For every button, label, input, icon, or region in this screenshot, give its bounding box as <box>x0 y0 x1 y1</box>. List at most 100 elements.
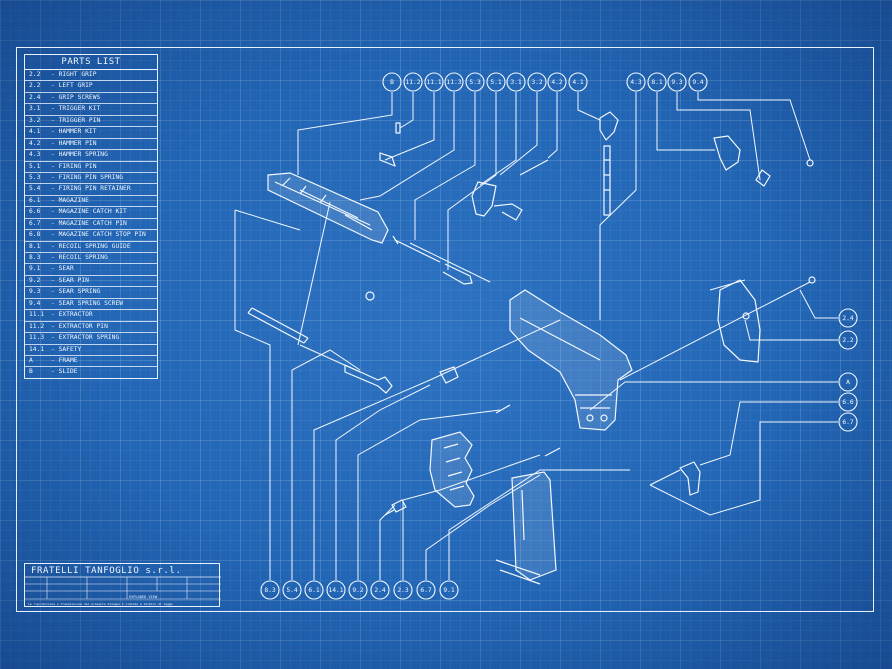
leader-line <box>697 92 811 161</box>
callout-circle <box>465 72 485 92</box>
callout-label: 3.2 <box>531 79 543 86</box>
callout-label: 2.4 <box>842 315 854 322</box>
callout-circle <box>424 72 444 92</box>
leader-line <box>359 92 455 201</box>
callout-bubble: 6.7 <box>838 412 858 432</box>
axis-line <box>709 279 746 291</box>
right-grip-part <box>717 279 761 363</box>
callout-bubble: 8.3 <box>260 580 280 600</box>
pins-parts <box>495 276 816 457</box>
leader-line <box>649 421 838 516</box>
part-code: 4.1 <box>29 128 41 136</box>
part-name: - EXTRACTOR PIN <box>51 322 108 330</box>
callout-label: 4.2 <box>551 79 563 86</box>
parts-list-row: 11.2 - EXTRACTOR PIN <box>25 322 157 334</box>
part-name: - GRIP SCREWS <box>51 93 101 101</box>
parts-list-title: PARTS LIST <box>25 55 157 70</box>
axis-line <box>409 242 491 283</box>
safety-part <box>365 291 459 384</box>
part-code: B <box>29 368 33 376</box>
part-code: 11.2 <box>29 322 45 330</box>
parts-list-row: 9.2- SEAR PIN <box>25 276 157 288</box>
parts-list-row: A- FRAME <box>25 356 157 368</box>
part-code: 11.1 <box>29 311 45 319</box>
part-name: - FIRING PIN SPRING <box>51 173 124 181</box>
part-name: - MAGAZINE CATCH STOP PIN <box>51 231 146 239</box>
leader-line <box>589 381 838 411</box>
leader-line <box>599 92 637 320</box>
leader-line <box>699 401 838 466</box>
parts-list-row: 6.8 - MAGAZINE CATCH STOP PIN <box>25 230 157 242</box>
part-name: - FIRING PIN <box>51 162 97 170</box>
part-code: A <box>29 356 33 364</box>
part-code: 2.2 <box>29 82 41 90</box>
callout-label: 8.1 <box>651 79 663 86</box>
parts-list-row: 2.4- GRIP SCREWS <box>25 93 157 105</box>
callout-bubble: 9.4 <box>688 72 708 92</box>
callout-bubble: 2.4 <box>838 308 858 328</box>
callout-bubble: 11.2 <box>403 72 423 92</box>
trigger-part <box>471 159 549 221</box>
callout-bubble: 6.6 <box>838 392 858 412</box>
leader-line <box>313 319 561 580</box>
part-code: 5.1 <box>29 162 41 170</box>
copyright-note: La riproduzione e trasmissione del prese… <box>28 602 173 606</box>
part-name: - MAGAZINE <box>51 196 89 204</box>
callout-label: B <box>390 79 394 86</box>
parts-list-row: 5.4- FIRING PIN RETAINER <box>25 184 157 196</box>
leader-line <box>384 92 435 161</box>
parts-list-row: 9.4 - SEAR SPRING SCREW <box>25 299 157 311</box>
callout-bubble: 5.1 <box>486 72 506 92</box>
callout-label: 3.1 <box>510 79 522 86</box>
leader-line <box>357 409 501 580</box>
gun-parts <box>247 111 816 585</box>
parts-list-row: 8.3- RECOIL SPRING <box>25 253 157 265</box>
parts-list-row: 9.1- SEAR <box>25 264 157 276</box>
leader-line <box>656 92 715 151</box>
callout-circle <box>393 580 413 600</box>
callout-label: 4.1 <box>572 79 584 86</box>
title-block-grid <box>25 576 221 600</box>
firing-pin-part <box>392 235 473 285</box>
leader-line <box>399 92 414 129</box>
part-name: - SEAR SPRING <box>51 288 101 296</box>
parts-list-row: 11.1- EXTRACTOR <box>25 310 157 322</box>
callout-bubble: A <box>838 372 858 392</box>
part-code: 9.1 <box>29 265 41 273</box>
part-code: 9.4 <box>29 299 41 307</box>
callout-bubble: 5.3 <box>465 72 485 92</box>
callout-label: 5.1 <box>490 79 502 86</box>
callout-circle <box>527 72 547 92</box>
part-name: - SEAR SPRING SCREW <box>51 299 124 307</box>
callout-label: 11.3 <box>446 79 461 86</box>
part-code: 6.8 <box>29 231 41 239</box>
part-name: - SEAR PIN <box>51 276 89 284</box>
frame-part <box>509 289 633 431</box>
part-name: - SLIDE <box>51 368 78 376</box>
leader-line <box>335 384 431 580</box>
callout-circle <box>444 72 464 92</box>
callout-label: 9.3 <box>671 79 683 86</box>
callout-bubble: 3.2 <box>527 72 547 92</box>
leader-line <box>414 92 476 240</box>
leader-line <box>676 92 761 181</box>
callout-label: 8.3 <box>264 587 276 594</box>
leader-line <box>447 92 497 270</box>
callout-circle <box>547 72 567 92</box>
callout-circle <box>304 580 324 600</box>
leader-line <box>547 92 558 159</box>
company-name: FRATELLI TANFOGLIO s.r.l. <box>31 566 182 576</box>
part-name: - RIGHT GRIP <box>51 71 97 78</box>
callout-label: 2.4 <box>374 587 386 594</box>
callout-label: 5.4 <box>286 587 298 594</box>
leader-lines <box>234 92 838 580</box>
callout-bubble: 9.3 <box>667 72 687 92</box>
callout-circle <box>370 580 390 600</box>
callout-circle <box>838 372 858 392</box>
callout-bubble: 11.1 <box>424 72 444 92</box>
part-code: 5.3 <box>29 173 41 181</box>
part-code: 8.1 <box>29 242 41 250</box>
